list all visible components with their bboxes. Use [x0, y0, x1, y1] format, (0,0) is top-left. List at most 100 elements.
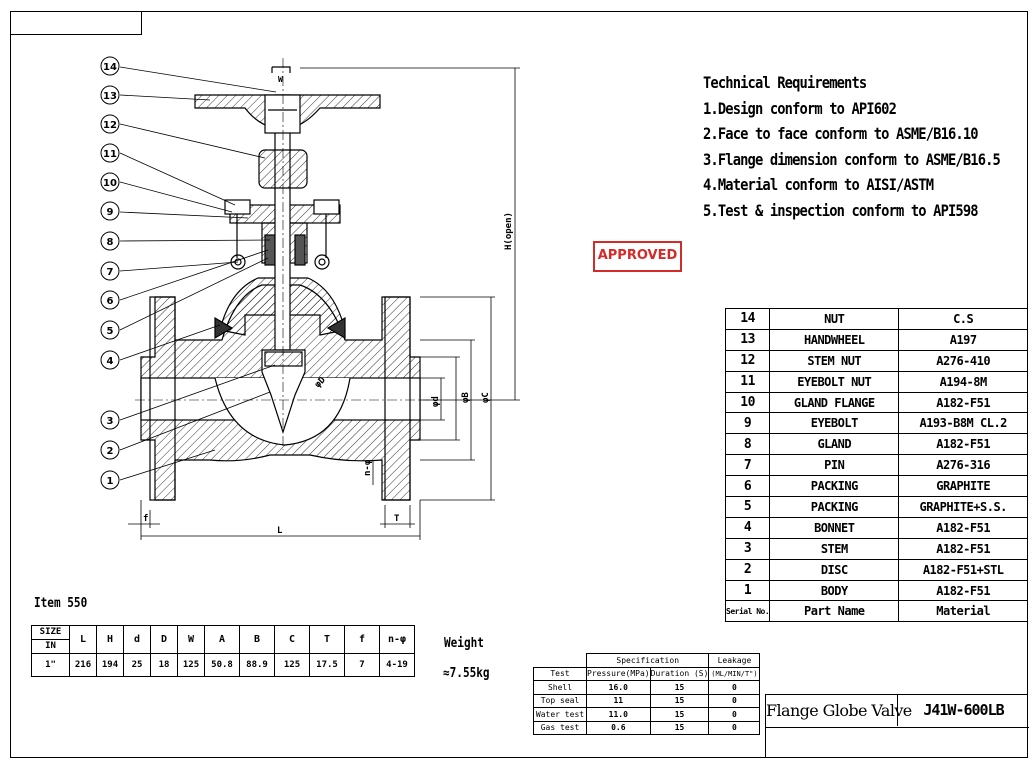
- part-material: A182-F51: [898, 579, 1028, 602]
- dim-value: 88.9: [239, 653, 275, 677]
- part-serial-no: Serial No.: [724, 600, 771, 623]
- part-name: STEM: [769, 537, 900, 560]
- part-name: GLAND FLANGE: [769, 391, 900, 414]
- part-serial-no: 3: [724, 537, 771, 560]
- spec-duration: 15: [649, 693, 710, 708]
- part-serial-no: 7: [724, 454, 771, 477]
- svg-text:1: 1: [107, 476, 114, 487]
- part-material: A182-F51: [898, 433, 1028, 456]
- corner-title-box: [10, 11, 142, 35]
- part-material: A182-F51: [898, 537, 1028, 560]
- spec-pressure: 11.0: [586, 707, 651, 722]
- dim-value: 194: [96, 653, 124, 677]
- spec-col-header: Duration (S): [649, 666, 710, 681]
- part-material: A182-F51+STL: [898, 558, 1028, 581]
- svg-text:11: 11: [103, 149, 117, 160]
- spec-col-header: Test: [533, 666, 587, 681]
- part-name: HANDWHEEL: [769, 328, 900, 351]
- part-name: PACKING: [769, 475, 900, 498]
- dim-label-h-open: H(open): [504, 212, 514, 250]
- balloon-2: 2: [100, 440, 120, 460]
- spec-pressure: 16.0: [586, 680, 651, 695]
- part-material: A276-410: [898, 349, 1028, 372]
- part-name: EYEBOLT: [769, 412, 900, 435]
- part-material: GRAPHITE+S.S.: [898, 496, 1028, 518]
- tech-req-title: Technical Requirements: [703, 73, 867, 92]
- tech-req-item: 2.Face to face conform to ASME/B16.10: [703, 124, 979, 143]
- dim-header: D: [150, 625, 178, 654]
- part-serial-no: 12: [724, 349, 771, 372]
- spec-test: Top seal: [533, 693, 587, 708]
- spec-test: Shell: [533, 680, 587, 695]
- dim-label-c: φC: [481, 392, 491, 403]
- dim-label-w: W: [278, 75, 283, 84]
- spec-test: Water test: [533, 707, 587, 722]
- part-material: C.S: [898, 308, 1028, 330]
- title-block: Flange Globe Valve J41W-600LB: [765, 694, 1029, 758]
- part-serial-no: 11: [724, 370, 771, 393]
- dim-value: 50.8: [204, 653, 240, 677]
- svg-text:14: 14: [103, 62, 117, 73]
- part-name: BONNET: [769, 516, 900, 539]
- part-material: A193-B8M CL.2: [898, 412, 1028, 435]
- dim-label-f: f: [143, 514, 148, 524]
- spec-pressure: 0.6: [586, 720, 651, 735]
- part-name: GLAND: [769, 433, 900, 456]
- spec-leakage: 0: [708, 693, 761, 708]
- balloon-10: 10: [100, 172, 120, 192]
- part-serial-no: 6: [724, 475, 771, 498]
- technical-requirements: Technical Requirements 1.Design conform …: [703, 70, 1001, 223]
- weight-label: Weight: [444, 636, 484, 651]
- part-material: A182-F51: [898, 391, 1028, 414]
- spec-group-header: Specification: [585, 653, 710, 668]
- dim-header: C: [274, 625, 310, 654]
- part-name: DISC: [769, 558, 900, 581]
- part-serial-no: 13: [724, 328, 771, 351]
- leakage-header: Leakage: [708, 653, 761, 668]
- dim-value: 17.5: [309, 653, 345, 677]
- part-serial-no: 4: [724, 516, 771, 539]
- spec-col-header: Pressure(MPa): [586, 666, 651, 681]
- svg-text:3: 3: [107, 416, 114, 427]
- part-serial-no: 9: [724, 412, 771, 435]
- dim-label-d: φd: [431, 396, 441, 407]
- part-material: A182-F51: [898, 516, 1028, 539]
- dim-value: 216: [69, 653, 97, 677]
- dim-value: 125: [177, 653, 205, 677]
- part-name: STEM NUT: [769, 349, 900, 372]
- tech-req-item: 1.Design conform to API602: [703, 98, 897, 118]
- balloon-13: 13: [100, 85, 120, 105]
- spec-leakage: 0: [708, 680, 761, 695]
- dim-label-t: T: [394, 514, 400, 524]
- balloon-14: 14: [100, 56, 120, 76]
- svg-text:6: 6: [107, 296, 114, 307]
- dim-header: f: [344, 625, 380, 654]
- balloon-5: 5: [100, 320, 120, 340]
- svg-text:4: 4: [107, 356, 114, 367]
- svg-text:8: 8: [107, 237, 114, 248]
- svg-text:13: 13: [103, 91, 117, 102]
- dim-header: A: [204, 625, 240, 654]
- part-serial-no: 5: [724, 496, 771, 518]
- tech-req-item: 5.Test & inspection conform to API598: [703, 200, 979, 220]
- weight-value: ≈7.55kg: [443, 666, 490, 681]
- dim-value: 7: [344, 653, 380, 677]
- part-material: Material: [898, 600, 1028, 623]
- product-name: Flange Globe Valve: [766, 695, 912, 726]
- size-value: 1": [31, 653, 70, 677]
- size-header-cell: SIZE IN: [31, 625, 70, 654]
- spec-pressure: 11: [586, 693, 651, 708]
- dim-value: 125: [274, 653, 310, 677]
- balloon-8: 8: [100, 231, 120, 251]
- part-name: PACKING: [769, 496, 900, 518]
- part-serial-no: 1: [724, 579, 771, 602]
